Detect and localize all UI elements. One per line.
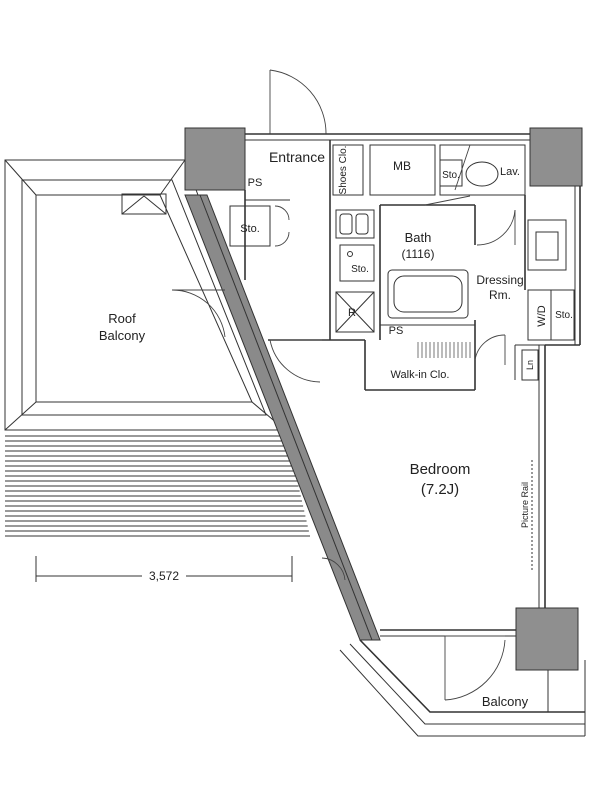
column-top-left <box>184 127 246 191</box>
label-roof-2: Balcony <box>99 328 146 343</box>
label-ps-top: PS <box>248 177 263 189</box>
fixtures <box>229 159 575 570</box>
label-ln: Ln <box>525 360 535 370</box>
label-shoes-clo: Shoes Clo. <box>338 146 349 195</box>
label-dressing-2: Rm. <box>489 288 511 302</box>
walls <box>244 133 581 637</box>
label-picture-rail: Picture Rail <box>520 482 530 528</box>
label-roof-1: Roof <box>108 311 136 326</box>
label-r: R <box>348 307 356 319</box>
diagonal-wall <box>184 194 381 641</box>
dimension-text: 3,572 <box>149 569 179 583</box>
label-sto-lav: Sto. <box>442 170 460 181</box>
label-entrance: Entrance <box>269 149 325 165</box>
doors <box>171 69 516 701</box>
label-bedroom-size: (7.2J) <box>421 481 459 498</box>
deck-slats <box>5 435 310 537</box>
label-sto-wd: Sto. <box>555 310 573 321</box>
label-sto-entrance: Sto. <box>240 223 260 235</box>
label-ps-mid: PS <box>389 325 404 337</box>
label-dressing-1: Dressing <box>476 273 523 287</box>
label-mb: MB <box>393 159 411 173</box>
label-balcony: Balcony <box>482 694 529 709</box>
dimension-line <box>35 556 293 582</box>
label-bedroom: Bedroom <box>410 461 471 478</box>
label-bath-size: (1116) <box>402 247 435 261</box>
label-wd: W/D <box>536 305 548 326</box>
balcony-outer-wall <box>339 639 586 737</box>
column-top-right <box>529 127 583 187</box>
label-lav: Lav. <box>500 166 520 178</box>
label-sto-kitchen: Sto. <box>351 264 369 275</box>
label-bath: Bath <box>405 230 432 245</box>
column-bottom-right <box>515 607 579 671</box>
ps-hatch <box>417 342 471 358</box>
label-walk-in-clo: Walk-in Clo. <box>391 369 450 381</box>
